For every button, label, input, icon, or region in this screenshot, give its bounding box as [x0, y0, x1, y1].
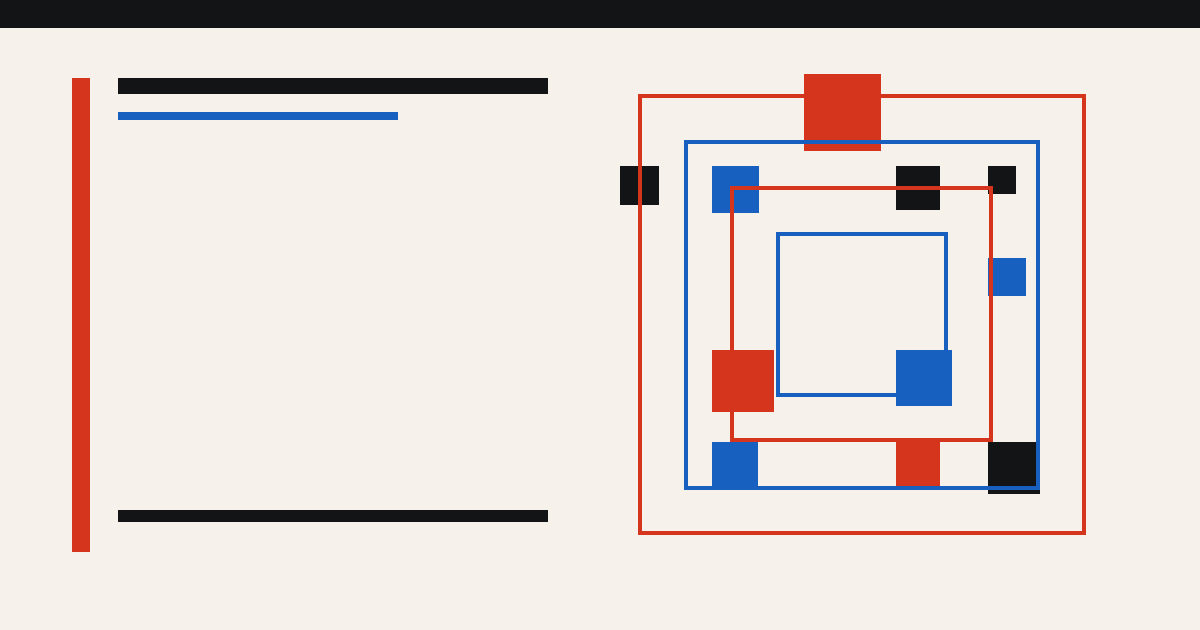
lower-red-block [896, 442, 940, 486]
inner-red-frame [730, 186, 993, 442]
inner-blue-frame [776, 232, 948, 397]
lower-blue-block [712, 442, 758, 488]
outer-red-frame [638, 94, 1086, 535]
footer-placeholder-bar [118, 510, 548, 522]
right-blue-block [988, 258, 1026, 296]
middle-blue-block [896, 350, 952, 406]
outer-blue-frame [684, 140, 1040, 490]
top-bar [0, 0, 1200, 28]
title-placeholder-bar [118, 78, 548, 94]
middle-red-block [712, 350, 774, 412]
top-red-block [804, 74, 881, 151]
subtitle-placeholder-bar [118, 112, 398, 120]
vertical-red-bar [72, 78, 90, 552]
lower-black-block [988, 442, 1040, 494]
